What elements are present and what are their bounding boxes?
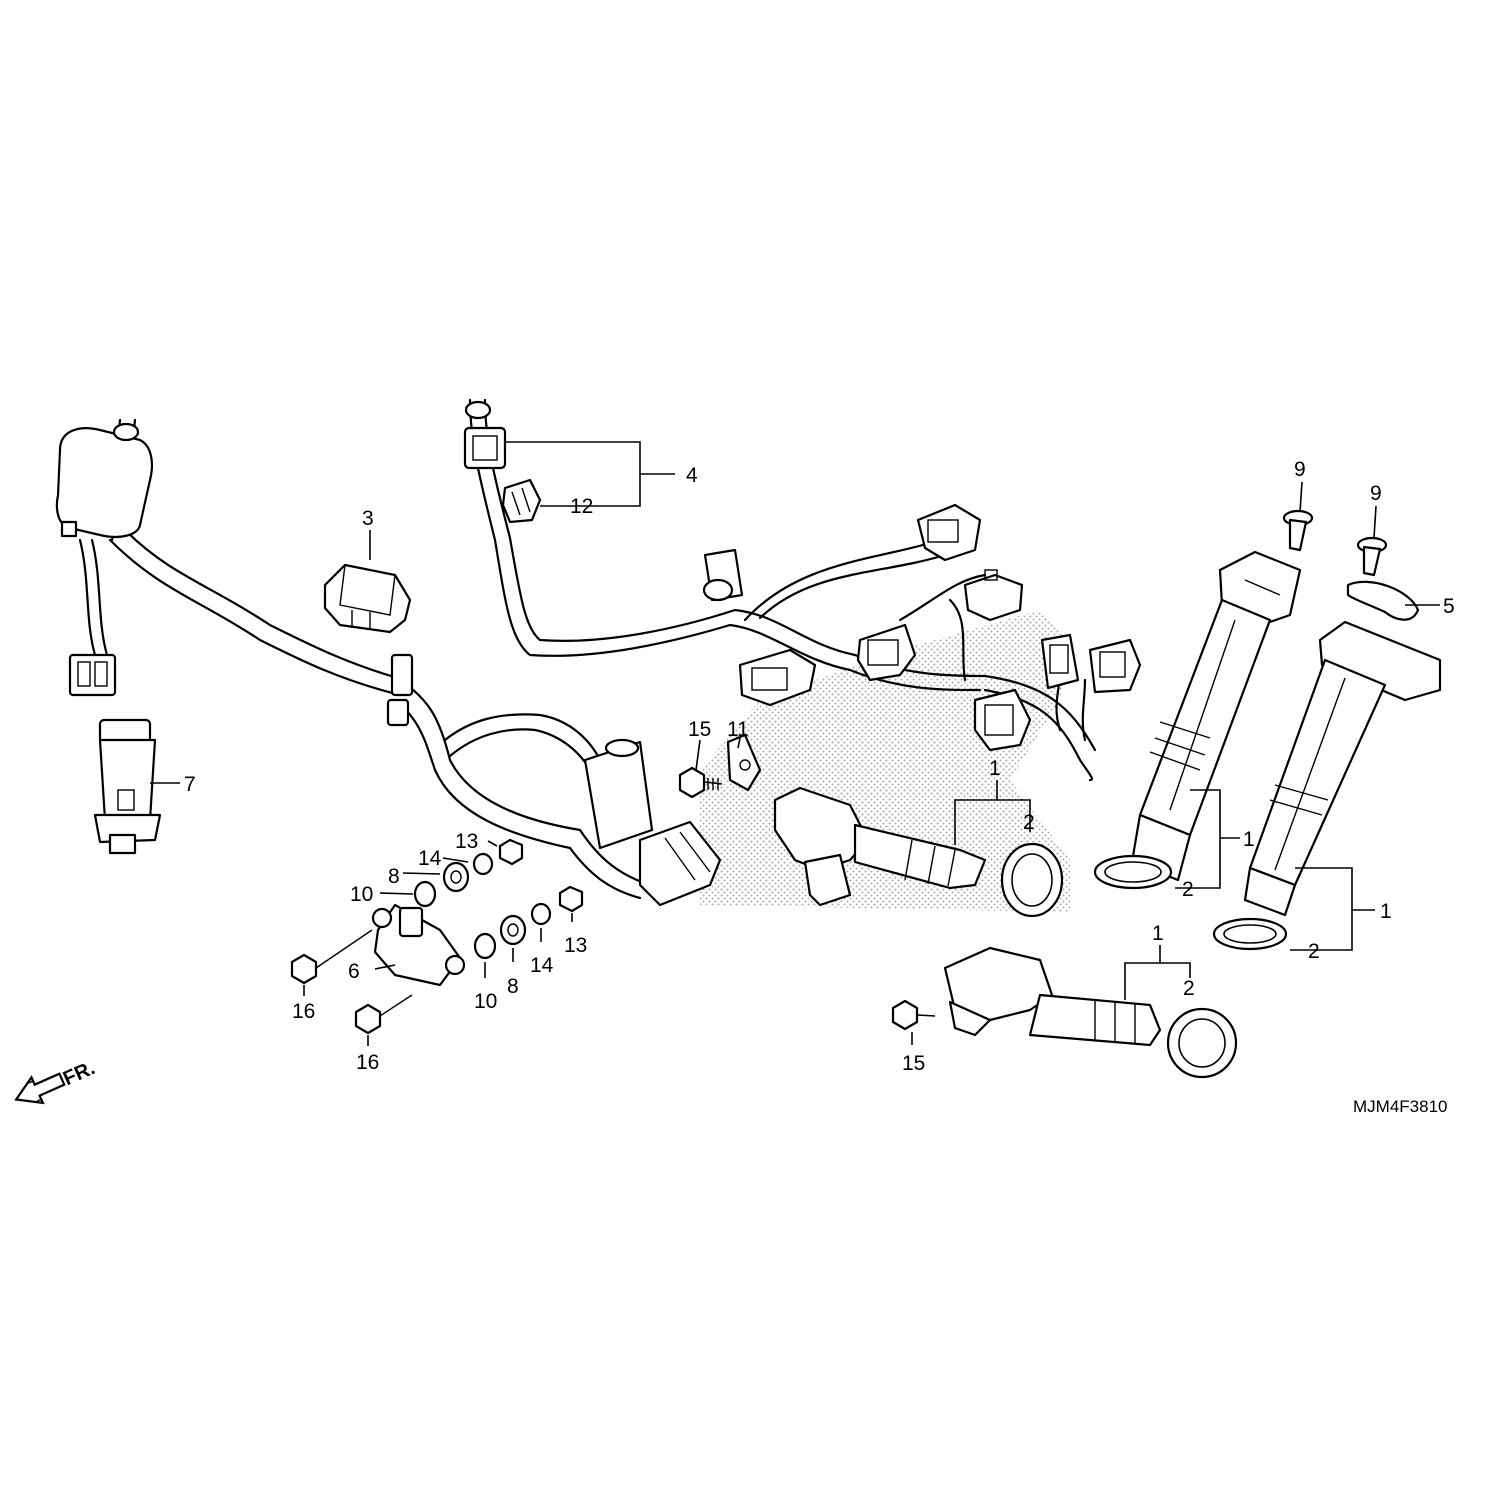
- callout-1-lower: 1: [1152, 922, 1164, 945]
- grommet-item-8-upper[interactable]: [442, 861, 470, 893]
- callout-3: 3: [362, 507, 374, 530]
- top-left-coil: [55, 422, 154, 539]
- callout-1-right-b: 1: [1380, 900, 1392, 923]
- callout-1-center: 1: [989, 757, 1001, 780]
- callout-11: 11: [727, 718, 749, 741]
- nut-item-13-upper[interactable]: [498, 838, 524, 866]
- callout-7: 7: [184, 773, 196, 796]
- callout-1-right-a: 1: [1243, 828, 1255, 851]
- harness-connector-c: [963, 569, 1024, 622]
- ignition-coil-right-b[interactable]: [1243, 620, 1442, 917]
- bolt-item-16-lower[interactable]: [354, 994, 413, 1035]
- leader-lines: [150, 441, 1440, 1046]
- callout-10-upper: 10: [350, 883, 373, 906]
- callout-16-upper: 16: [292, 1000, 315, 1023]
- callout-4: 4: [686, 464, 698, 487]
- nut-item-13-lower[interactable]: [558, 885, 584, 913]
- callout-numbers: 3 4 12 7 9 9 5 15 11 1 2 1 2 1 2 1 2 15 …: [184, 458, 1455, 1075]
- sensor-item-6[interactable]: [371, 903, 466, 987]
- callout-14-upper: 14: [418, 847, 442, 870]
- washer-item-10-upper[interactable]: [413, 880, 437, 908]
- callout-2-center: 2: [1023, 811, 1035, 834]
- seal-ring-right-a[interactable]: [1093, 854, 1173, 890]
- callout-10-lower: 10: [474, 990, 497, 1013]
- ignition-coil-center[interactable]: [773, 786, 987, 907]
- seal-ring-lower[interactable]: [1166, 1007, 1238, 1079]
- harness-connector-h: [1088, 638, 1142, 694]
- callout-15-upper: 15: [688, 718, 711, 741]
- bolt-item-15-lower[interactable]: [891, 999, 936, 1031]
- callout-9-left: 9: [1294, 458, 1306, 481]
- clamp-item-11[interactable]: [726, 733, 762, 792]
- clip-item-5[interactable]: [1346, 580, 1420, 621]
- harness-connector-d: [856, 623, 917, 682]
- callout-12: 12: [570, 495, 593, 518]
- left-harness-connector: [68, 653, 117, 697]
- callout-2-right-a: 2: [1182, 878, 1194, 901]
- diagram-code: MJM4F3810: [1353, 1097, 1447, 1116]
- callout-16-lower: 16: [356, 1051, 379, 1074]
- callout-5: 5: [1443, 595, 1455, 618]
- front-direction-arrow: FR.: [14, 1057, 98, 1105]
- callout-13-lower: 13: [564, 934, 587, 957]
- harness-connector-4: [463, 400, 507, 470]
- junction-box-item-3[interactable]: [323, 563, 414, 727]
- harness-connector-g: [1040, 633, 1080, 690]
- callout-2-lower: 2: [1183, 977, 1195, 1000]
- callout-9-right: 9: [1370, 482, 1382, 505]
- arrow-left-icon: [14, 1072, 66, 1105]
- callout-8-lower: 8: [507, 975, 519, 998]
- grommet-item-12[interactable]: [501, 478, 542, 524]
- callout-13-upper: 13: [455, 830, 478, 853]
- collar-item-14-lower[interactable]: [530, 902, 552, 926]
- bolt-item-16-upper[interactable]: [290, 929, 373, 985]
- center-harness-coil: [583, 738, 722, 907]
- bolt-item-15-upper[interactable]: [678, 766, 723, 799]
- ignition-coil-lower[interactable]: [943, 946, 1162, 1047]
- seal-ring-right-b[interactable]: [1212, 917, 1288, 951]
- seal-ring-center[interactable]: [1000, 842, 1064, 918]
- callout-15-lower: 15: [902, 1052, 925, 1075]
- washer-item-10-lower[interactable]: [473, 932, 497, 960]
- grommet-item-8-lower[interactable]: [499, 914, 527, 946]
- harness-connector-e: [738, 648, 817, 707]
- collar-item-14-upper[interactable]: [472, 852, 494, 876]
- sensor-item-7[interactable]: [93, 718, 162, 855]
- front-label: FR.: [60, 1057, 98, 1090]
- callout-6: 6: [348, 960, 360, 983]
- harness-connector-b: [916, 503, 982, 562]
- callout-8-upper: 8: [388, 865, 400, 888]
- callout-2-right-b: 2: [1308, 940, 1320, 963]
- harness-connector-a: [702, 548, 744, 602]
- screw-item-9-right[interactable]: [1356, 536, 1388, 577]
- callout-14-lower: 14: [530, 954, 554, 977]
- harness-connector-f: [973, 688, 1032, 752]
- screw-item-9-left[interactable]: [1282, 509, 1314, 552]
